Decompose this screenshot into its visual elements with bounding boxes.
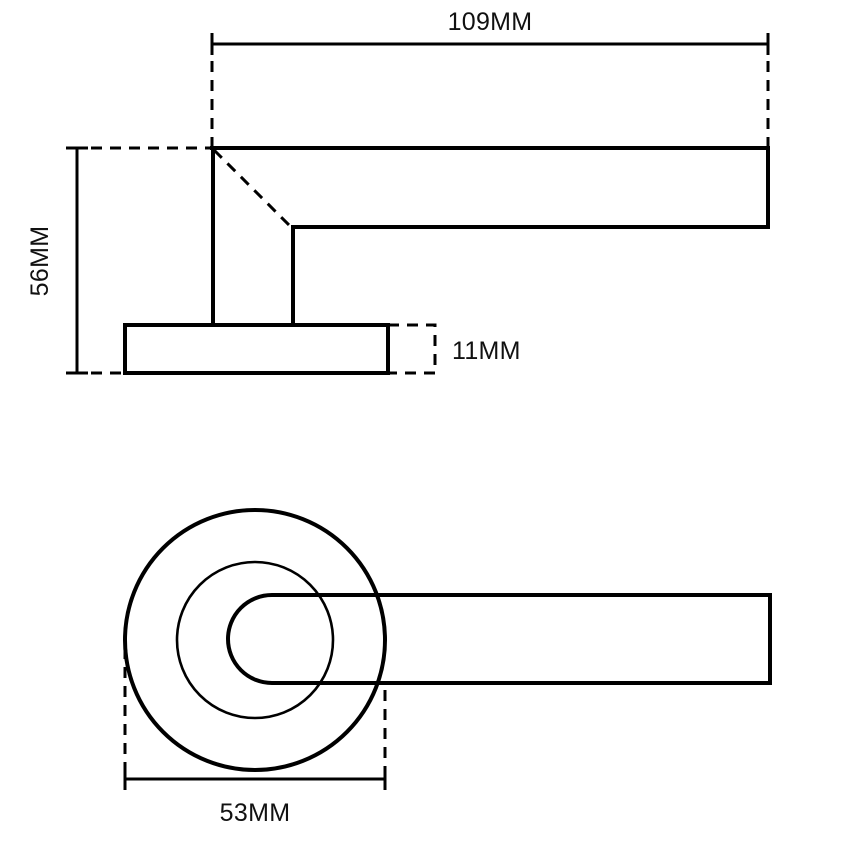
chamfer-hidden-line [212,148,294,230]
side-elevation-view: 109MM 56MM 11MM [26,8,770,375]
rose-outer-circle [123,508,387,772]
rose-inner-circle [175,560,335,720]
dim-label-11mm: 11MM [452,337,521,365]
dim-label-56mm: 56MM [26,226,54,297]
dim-bracket-11 [388,323,437,375]
rose-plate-side [123,323,390,375]
dim-label-109mm: 109MM [448,8,533,36]
dim-label-53mm: 53MM [220,799,291,827]
front-plan-view: 53MM [123,508,772,827]
lever-arm-plan [226,593,772,685]
lever-arm-outline [210,146,770,229]
